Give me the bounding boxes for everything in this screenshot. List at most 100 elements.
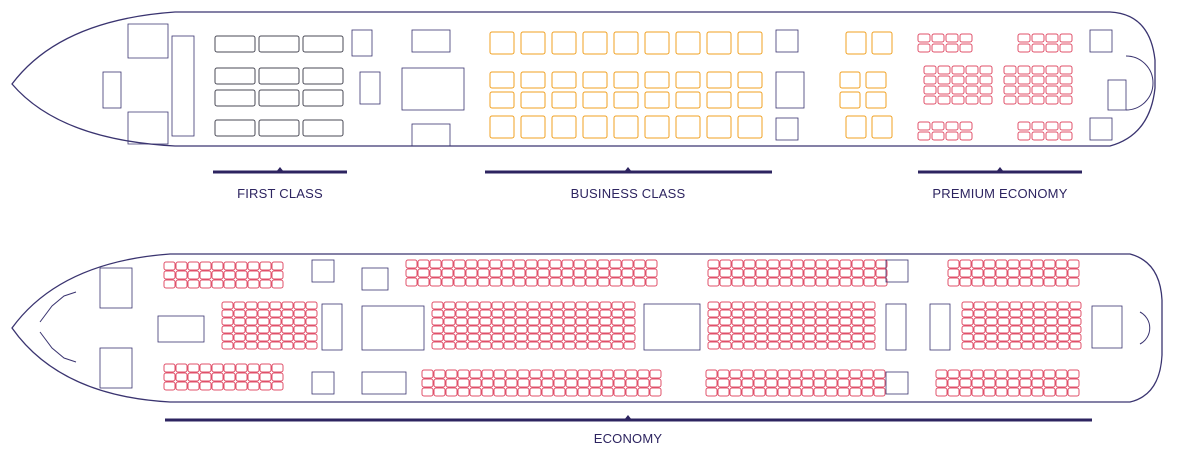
economy-seat — [417, 268, 430, 278]
premium-economy-seat — [951, 65, 965, 75]
premium-economy-seat — [923, 95, 937, 105]
economy-seat — [743, 333, 756, 342]
economy-seat — [529, 369, 542, 379]
upper-front-galley — [127, 23, 169, 145]
business-class-seat — [675, 71, 701, 89]
economy-seat — [959, 387, 972, 397]
economy-seat — [563, 341, 576, 350]
economy-seat — [575, 309, 588, 318]
economy-seat — [467, 333, 480, 342]
economy-seat — [585, 259, 598, 269]
economy-seat — [611, 341, 624, 350]
economy-seat — [465, 268, 478, 278]
cockpit-windows — [39, 291, 77, 363]
economy-seat — [1031, 387, 1044, 397]
economy-seat — [729, 387, 742, 397]
premium-economy-seat — [1059, 65, 1073, 75]
premium-economy-seat — [945, 43, 959, 53]
economy-seat — [803, 268, 816, 278]
economy-seat — [825, 378, 838, 388]
business-class-seat — [489, 115, 515, 139]
economy-seat — [235, 372, 248, 382]
economy-seat — [443, 309, 456, 318]
economy-seat — [233, 317, 246, 326]
economy-seat — [455, 325, 468, 334]
economy-seat — [221, 325, 234, 334]
economy-seat — [493, 387, 506, 397]
economy-seat — [163, 279, 176, 289]
economy-seat — [443, 325, 456, 334]
economy-seat — [837, 387, 850, 397]
economy-seat — [211, 381, 224, 391]
economy-seat — [585, 277, 598, 287]
economy-seat — [705, 369, 718, 379]
economy-seat — [601, 378, 614, 388]
business-class-seat — [489, 71, 515, 89]
economy-seat — [719, 301, 732, 310]
economy-seat — [1057, 333, 1070, 342]
economy-seat — [601, 369, 614, 379]
economy-seat — [947, 259, 960, 269]
economy-seat — [211, 279, 224, 289]
economy-seat — [621, 259, 634, 269]
premium-economy-seat — [1017, 33, 1031, 43]
economy-seat — [525, 268, 538, 278]
economy-seat — [863, 268, 876, 278]
economy-seat — [1069, 301, 1082, 310]
economy-seat — [717, 378, 730, 388]
economy-seat — [1007, 277, 1020, 287]
premium-economy-seat — [1045, 95, 1059, 105]
economy-seat — [259, 270, 272, 280]
economy-seat — [245, 341, 258, 350]
premium-economy-seat — [1003, 75, 1017, 85]
business-class-seat — [644, 115, 670, 139]
first-class-seat — [214, 119, 256, 137]
economy-seat — [755, 341, 768, 350]
economy-seat — [947, 378, 960, 388]
economy-seat — [527, 325, 540, 334]
economy-seat — [175, 372, 188, 382]
economy-seat — [527, 301, 540, 310]
economy-seat — [271, 261, 284, 271]
economy-seat — [259, 372, 272, 382]
economy-seat — [815, 309, 828, 318]
economy-seat — [187, 279, 200, 289]
economy-seat — [707, 277, 720, 287]
economy-seat — [1031, 369, 1044, 379]
economy-seat — [553, 369, 566, 379]
economy-seat — [491, 333, 504, 342]
economy-seat — [551, 317, 564, 326]
premium-economy-seat — [1017, 121, 1031, 131]
economy-seat — [863, 317, 876, 326]
economy-seat — [469, 387, 482, 397]
economy-seat — [429, 268, 442, 278]
economy-seat — [1033, 301, 1046, 310]
main-galley-6 — [929, 303, 951, 351]
economy-seat — [971, 378, 984, 388]
economy-seat — [233, 333, 246, 342]
economy-seat — [1007, 268, 1020, 278]
economy-seat — [445, 369, 458, 379]
economy-seat — [551, 341, 564, 350]
economy-seat — [199, 363, 212, 373]
premium-economy-seat — [959, 33, 973, 43]
economy-seat — [753, 387, 766, 397]
economy-seat — [163, 363, 176, 373]
economy-seat — [649, 378, 662, 388]
economy-seat — [791, 259, 804, 269]
premium-economy-seat — [1045, 121, 1059, 131]
economy-seat — [863, 259, 876, 269]
economy-seat — [281, 341, 294, 350]
economy-seat — [947, 369, 960, 379]
economy-seat — [997, 317, 1010, 326]
economy-seat — [479, 333, 492, 342]
economy-seat — [259, 261, 272, 271]
economy-seat — [779, 333, 792, 342]
economy-seat — [259, 363, 272, 373]
economy-seat — [539, 317, 552, 326]
economy-seat — [1055, 387, 1068, 397]
economy-seat — [779, 341, 792, 350]
economy-seat — [753, 378, 766, 388]
economy-seat — [1067, 268, 1080, 278]
premium-economy-seat — [1059, 33, 1073, 43]
